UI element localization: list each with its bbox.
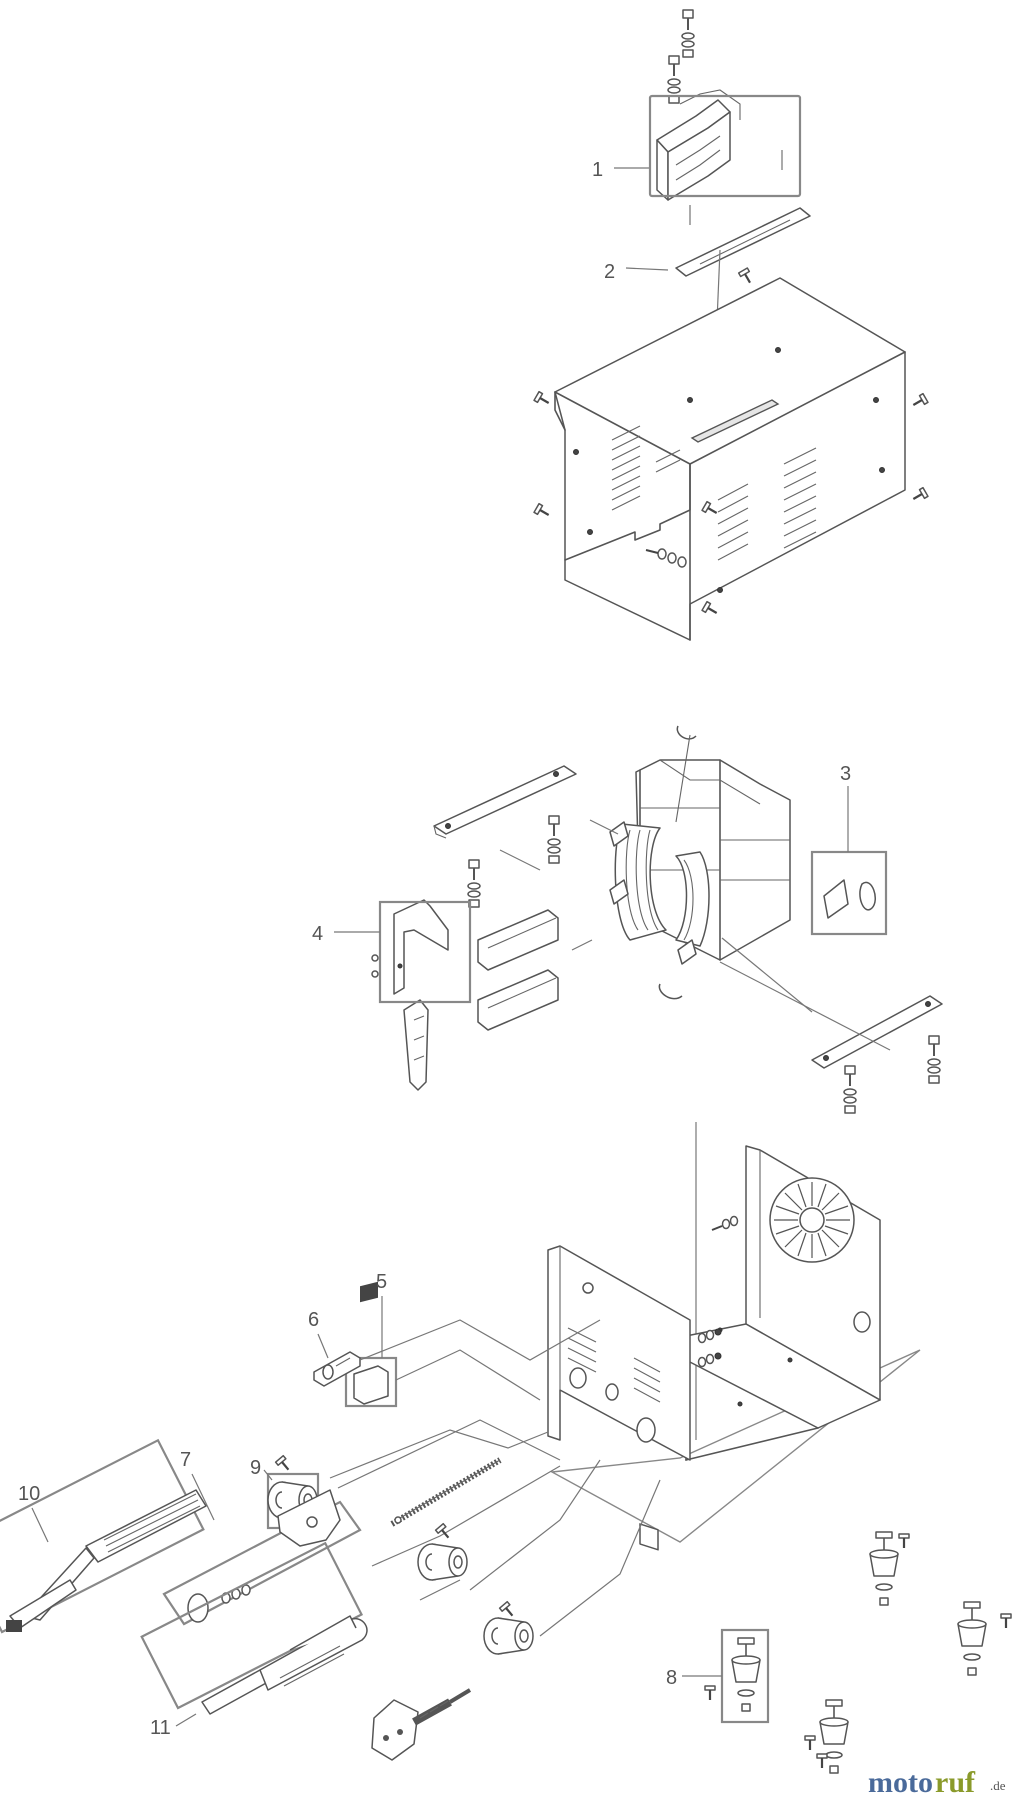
bushings-front (417, 1522, 534, 1655)
callout-label-9: 9 (250, 1457, 261, 1479)
callout-label-7: 7 (180, 1449, 191, 1471)
callout-label-5: 5 (376, 1271, 387, 1293)
watermark-brand-b: ruf (935, 1766, 976, 1799)
callout-10: 10 (18, 1483, 49, 1543)
callout-2: 2 (604, 261, 669, 283)
transformer-assembly (609, 725, 791, 1000)
watermark-logo: moto ruf .de (868, 1766, 1006, 1799)
housing-cover (554, 277, 906, 641)
callout-box-4 (378, 900, 472, 1004)
power-plug (371, 1688, 472, 1761)
part-5-6-leader-lines (359, 1319, 601, 1401)
callout-8: 8 (666, 1667, 722, 1689)
callout-label-8: 8 (666, 1667, 677, 1689)
callout-1: 1 (592, 159, 650, 181)
ground-clamp-part-11 (140, 1541, 368, 1715)
watermark-suffix: .de (990, 1778, 1006, 1793)
callout-label-2: 2 (604, 261, 615, 283)
chassis-small-hardware (697, 1215, 739, 1368)
watermark-brand-a: moto (868, 1766, 933, 1799)
callout-11: 11 (150, 1713, 197, 1739)
callout-3: 3 (840, 763, 851, 826)
callout-box-1 (648, 94, 802, 198)
housing-screws (532, 266, 930, 619)
callout-7: 7 (180, 1449, 215, 1521)
callout-label-4: 4 (312, 923, 323, 945)
electrode-holder-part-10 (0, 1438, 207, 1634)
fuse-part-6 (313, 1351, 361, 1387)
bracket-part-4 (371, 899, 593, 1091)
transformer-rails (433, 765, 943, 1069)
callout-label-1: 1 (592, 159, 603, 181)
chassis-base (547, 1145, 921, 1551)
thermostat-part-3 (810, 826, 888, 936)
socket-part-7 (162, 1489, 362, 1626)
callout-6: 6 (308, 1309, 329, 1359)
callout-label-6: 6 (308, 1309, 319, 1331)
callout-9: 9 (250, 1457, 273, 1481)
callout-label-3: 3 (840, 763, 851, 785)
handle-plate (675, 207, 811, 277)
feet-part-8 (703, 1531, 1013, 1774)
handle-assembly (656, 9, 783, 225)
callout-label-11: 11 (150, 1717, 171, 1739)
callout-5: 5 (376, 1271, 387, 1358)
callout-label-10: 10 (18, 1483, 40, 1505)
switch-part-5 (344, 1281, 398, 1408)
callout-4: 4 (312, 923, 380, 945)
rectifier-plates (477, 909, 559, 1031)
strain-relief-spring (390, 1457, 502, 1527)
leader-lines-front (329, 1419, 661, 1637)
